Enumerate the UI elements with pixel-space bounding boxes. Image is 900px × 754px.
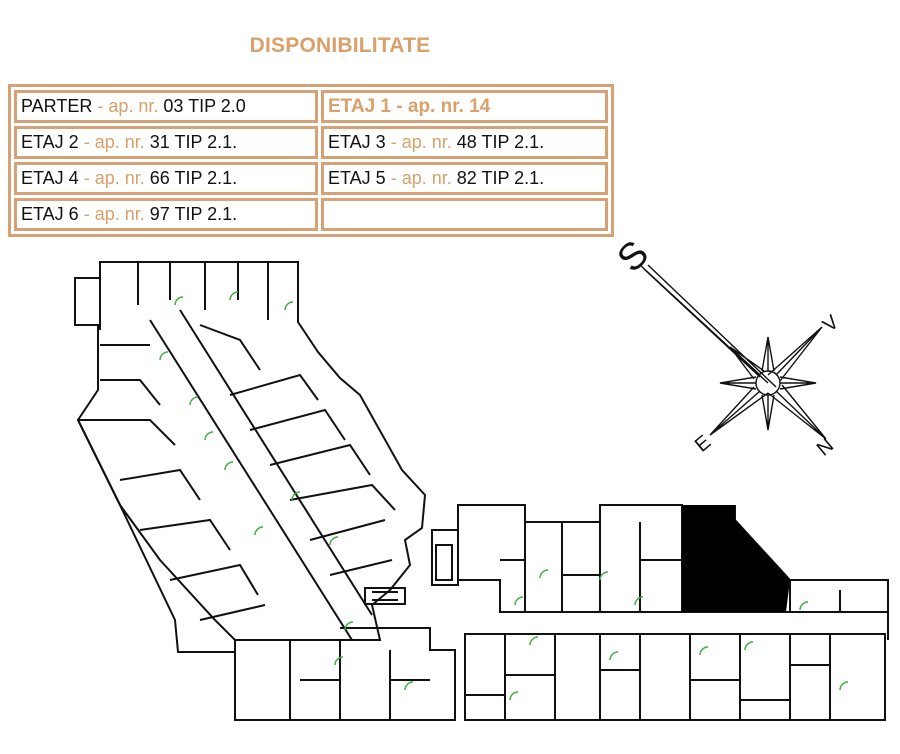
door-swing-icon bbox=[224, 461, 234, 471]
availability-cell-empty bbox=[321, 198, 608, 231]
availability-cell: ETAJ 6 - ap. nr. 97 TIP 2.1. bbox=[14, 198, 318, 231]
lower-left-block bbox=[234, 627, 456, 721]
apartment-info: 03 TIP 2.0 bbox=[163, 96, 246, 116]
apartment-prefix: - ap. nr. bbox=[97, 96, 159, 116]
availability-cell: PARTER - ap. nr. 03 TIP 2.0 bbox=[14, 90, 318, 123]
floor-label: ETAJ 5 bbox=[328, 168, 386, 188]
door-swing-icon bbox=[599, 571, 609, 581]
door-swing-icon bbox=[699, 646, 709, 656]
table-row: ETAJ 6 - ap. nr. 97 TIP 2.1. bbox=[14, 198, 608, 231]
table-row: ETAJ 2 - ap. nr. 31 TIP 2.1. ETAJ 3 - ap… bbox=[14, 126, 608, 159]
occupied-area bbox=[682, 505, 790, 612]
apartment-info: 97 TIP 2.1. bbox=[149, 204, 238, 224]
door-swing-icon bbox=[174, 296, 184, 306]
door-swing-icon bbox=[839, 681, 849, 691]
door-swing-icon bbox=[159, 351, 169, 361]
floor-label: ETAJ 6 bbox=[21, 204, 79, 224]
door-swing-icon bbox=[291, 491, 301, 501]
door-swings bbox=[159, 291, 849, 701]
door-swing-icon bbox=[404, 681, 414, 691]
availability-cell-highlight: ETAJ 1 - ap. nr. 14 bbox=[321, 90, 608, 123]
stair-block bbox=[364, 587, 406, 605]
door-swing-icon bbox=[634, 596, 644, 606]
apartment-prefix: - ap. nr. bbox=[390, 132, 452, 152]
apartment-prefix: - ap. nr. bbox=[390, 168, 452, 188]
door-swing-icon bbox=[539, 569, 549, 579]
availability-table: PARTER - ap. nr. 03 TIP 2.0 ETAJ 1 - ap.… bbox=[8, 84, 614, 237]
compass-north-label: N bbox=[813, 434, 838, 460]
floor-label: PARTER bbox=[21, 96, 93, 116]
door-swing-icon bbox=[334, 656, 344, 666]
apartment-info: 48 TIP 2.1. bbox=[456, 132, 545, 152]
stair-block bbox=[435, 544, 453, 581]
apartment-info: 31 TIP 2.1. bbox=[149, 132, 238, 152]
door-swing-icon bbox=[329, 536, 339, 546]
apartment-prefix: - ap. nr. bbox=[83, 168, 145, 188]
availability-cell: ETAJ 2 - ap. nr. 31 TIP 2.1. bbox=[14, 126, 318, 159]
table-row: PARTER - ap. nr. 03 TIP 2.0 ETAJ 1 - ap.… bbox=[14, 90, 608, 123]
apartment-info: 82 TIP 2.1. bbox=[456, 168, 545, 188]
floor-label: ETAJ 4 bbox=[21, 168, 79, 188]
door-swing-icon bbox=[284, 301, 294, 311]
door-swing-icon bbox=[229, 291, 239, 301]
door-swing-icon bbox=[514, 596, 524, 606]
table-row: ETAJ 4 - ap. nr. 66 TIP 2.1. ETAJ 5 - ap… bbox=[14, 162, 608, 195]
right-block-upper bbox=[431, 504, 683, 613]
floor-label: ETAJ 2 bbox=[21, 132, 79, 152]
compass-east-label: E bbox=[691, 431, 715, 456]
right-block-lower bbox=[464, 633, 886, 721]
door-swing-icon bbox=[529, 636, 539, 646]
door-swing-icon bbox=[204, 431, 214, 441]
door-swing-icon bbox=[609, 651, 619, 661]
page-title: DISPONIBILITATE bbox=[249, 34, 431, 57]
balcony-outline bbox=[77, 419, 235, 653]
highlight-label: ETAJ 1 - ap. nr. 14 bbox=[328, 95, 491, 117]
door-swing-icon bbox=[254, 526, 264, 536]
door-swing-icon bbox=[189, 396, 199, 406]
door-swing-icon bbox=[344, 621, 354, 631]
apartment-info: 66 TIP 2.1. bbox=[149, 168, 238, 188]
apartment-prefix: - ap. nr. bbox=[83, 204, 145, 224]
compass-rays bbox=[639, 264, 827, 440]
compass-west-label: V bbox=[819, 311, 844, 337]
diagonal-rooms bbox=[78, 262, 396, 621]
door-swing-icon bbox=[509, 691, 519, 701]
apartment-prefix: - ap. nr. bbox=[83, 132, 145, 152]
door-swing-icon bbox=[744, 641, 754, 651]
availability-cell: ETAJ 4 - ap. nr. 66 TIP 2.1. bbox=[14, 162, 318, 195]
floor-label: ETAJ 3 bbox=[328, 132, 386, 152]
compass-rose-icon: S V E N bbox=[610, 233, 844, 461]
door-swing-icon bbox=[799, 601, 809, 611]
availability-cell: ETAJ 3 - ap. nr. 48 TIP 2.1. bbox=[321, 126, 608, 159]
availability-cell: ETAJ 5 - ap. nr. 82 TIP 2.1. bbox=[321, 162, 608, 195]
